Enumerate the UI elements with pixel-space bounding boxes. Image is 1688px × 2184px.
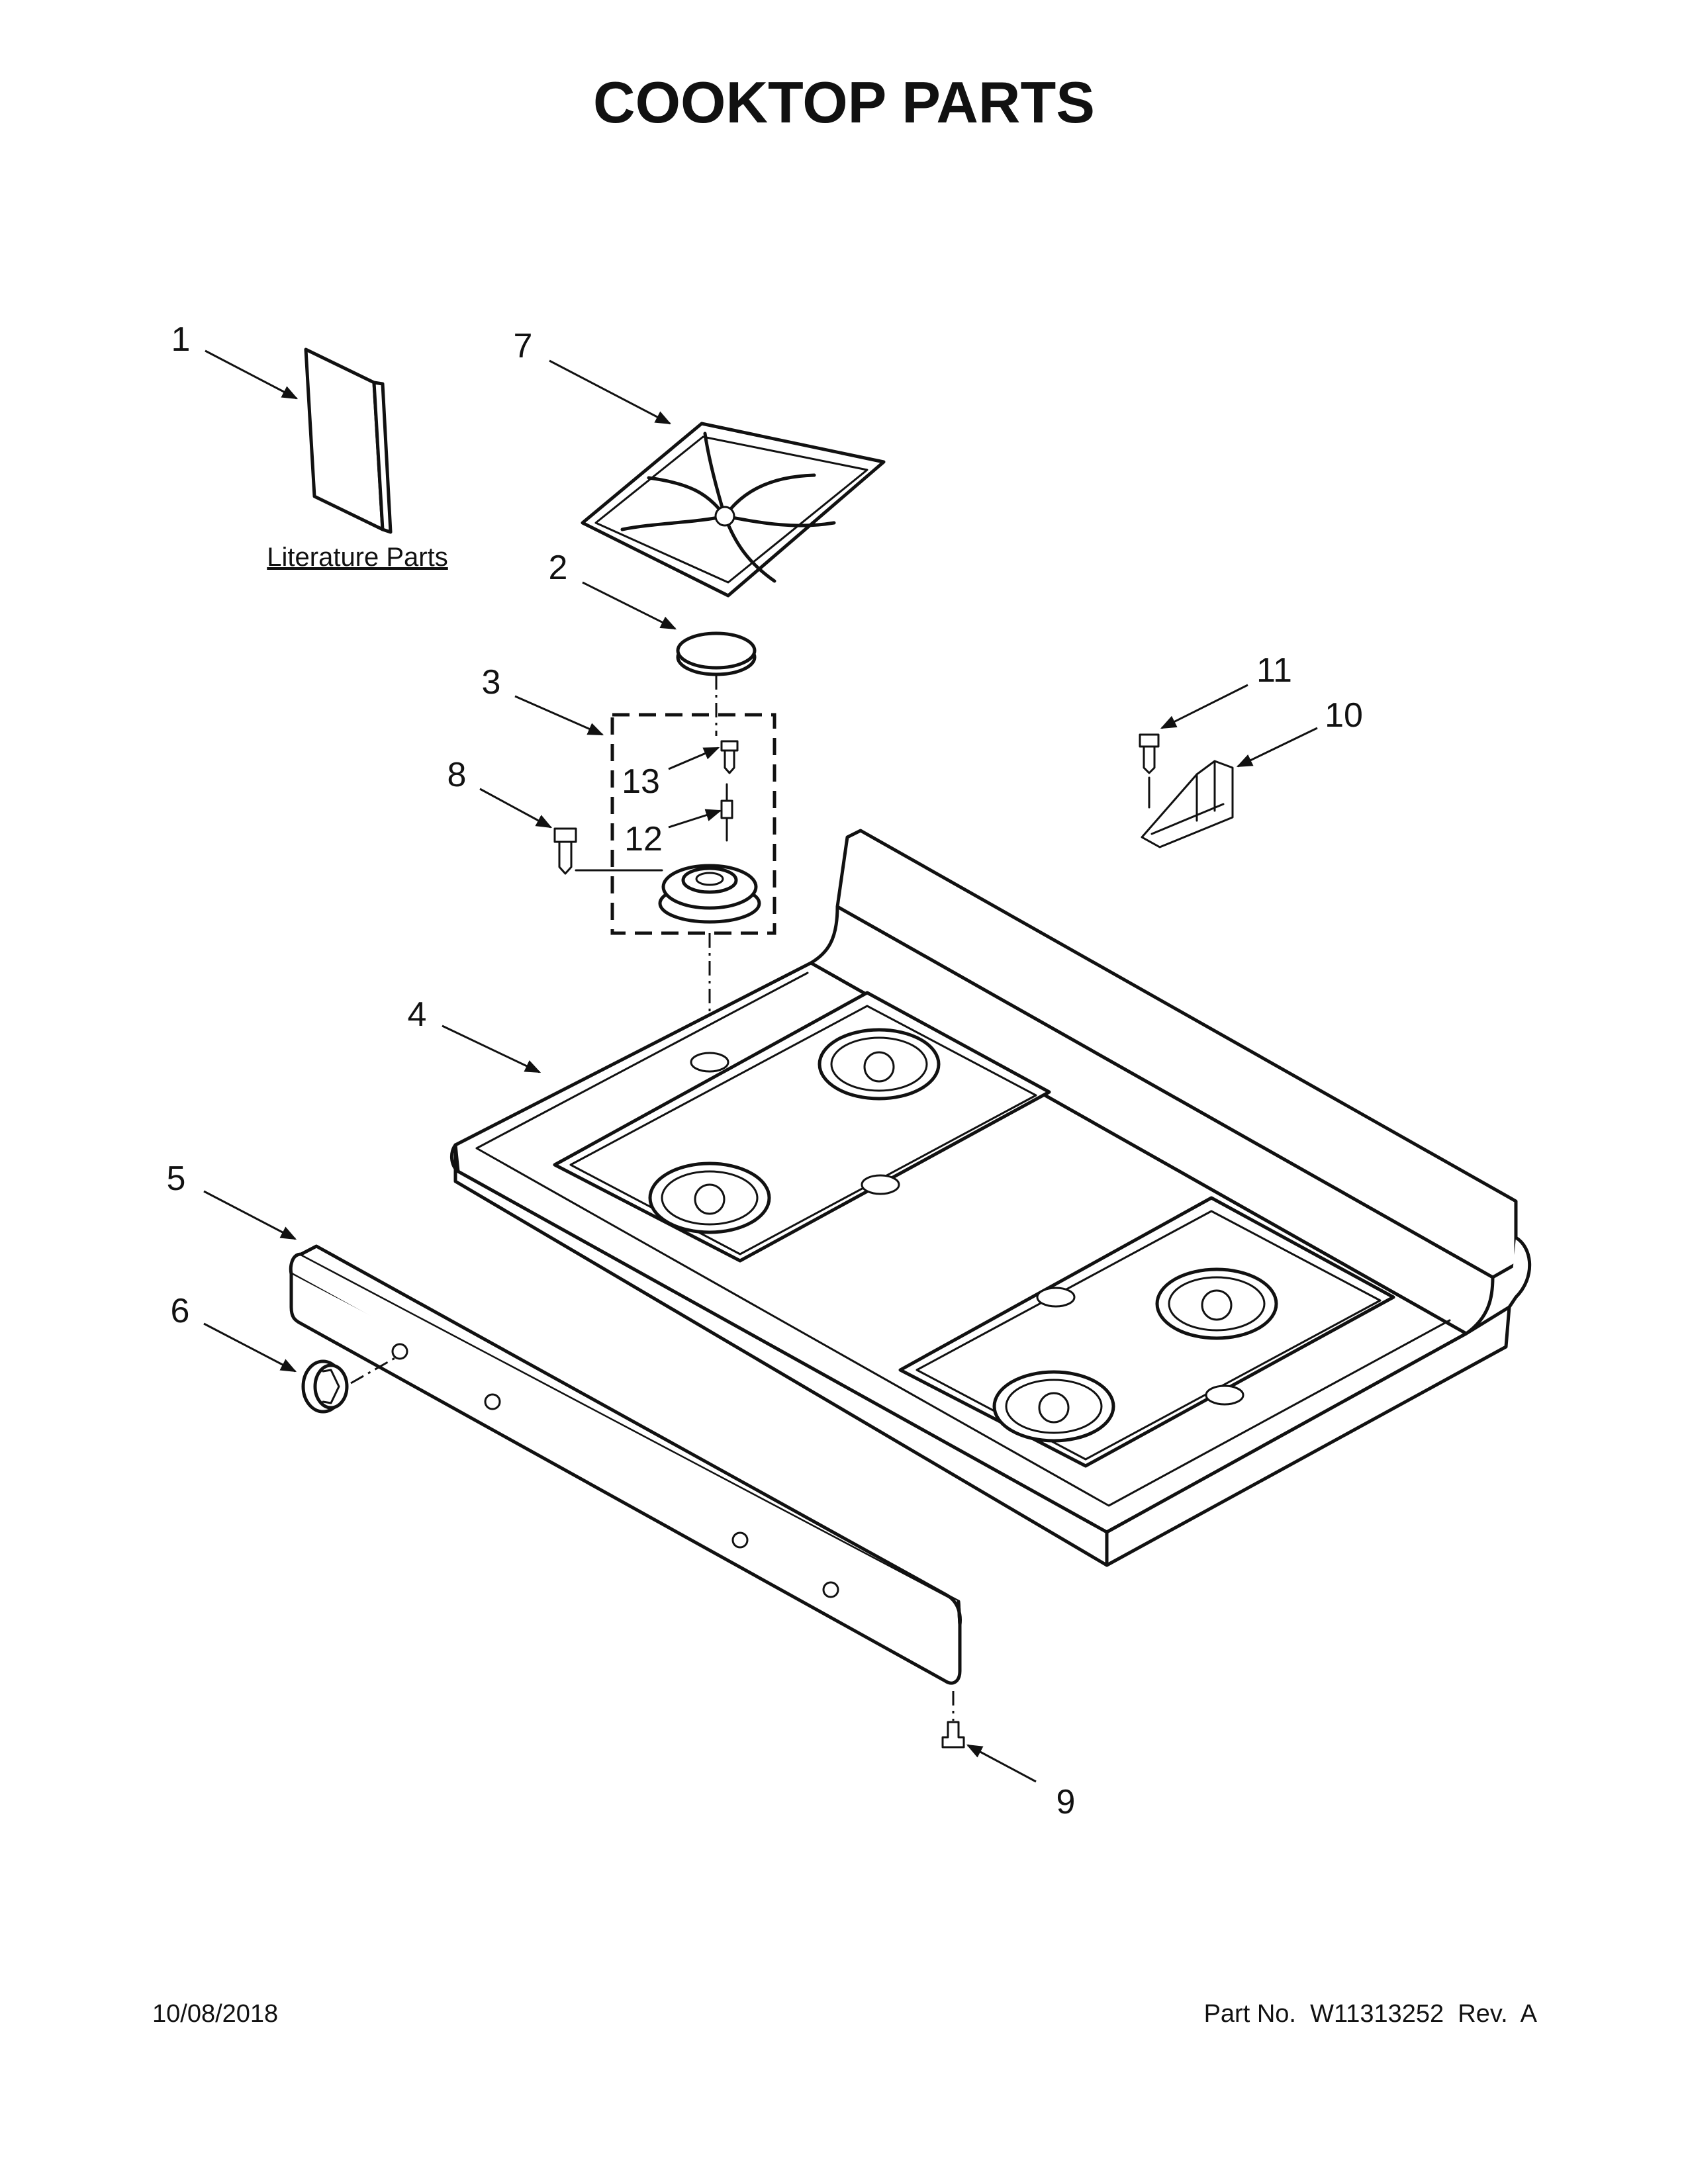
spark-electrode[interactable] [720, 783, 733, 842]
callout-6: 6 [171, 1292, 190, 1330]
callout-2: 2 [549, 549, 568, 587]
leader-arrows [203, 349, 1318, 1783]
literature-parts-booklet[interactable] [304, 347, 393, 534]
page-title: COOKTOP PARTS [593, 69, 1095, 135]
burner-cap[interactable] [676, 631, 757, 676]
footer-date: 10/08/2018 [152, 2000, 278, 2028]
burner-grate[interactable] [581, 422, 886, 598]
callout-9: 9 [1056, 1783, 1076, 1821]
callout-11: 11 [1256, 651, 1292, 690]
burner-screw[interactable] [720, 740, 739, 774]
control-knob[interactable] [301, 1355, 398, 1414]
callout-8: 8 [447, 756, 467, 794]
mounting-bracket[interactable] [1141, 760, 1234, 848]
callout-4: 4 [408, 995, 427, 1034]
literature-parts-label[interactable]: Literature Parts [267, 543, 447, 572]
callout-1: 1 [171, 320, 191, 359]
burner-assembly-box[interactable] [610, 675, 776, 935]
burner-base[interactable] [658, 864, 761, 924]
panel-screw[interactable] [941, 1691, 965, 1749]
callout-12: 12 [624, 820, 663, 858]
callout-7: 7 [514, 327, 533, 365]
callout-13: 13 [622, 762, 660, 801]
burner-mounting-screw[interactable] [553, 827, 663, 875]
footer-part-number: Part No. W11313252 Rev. A [1204, 2000, 1538, 2028]
callout-10: 10 [1325, 696, 1363, 735]
cooktop[interactable] [450, 829, 1532, 1567]
callout-3: 3 [482, 663, 501, 702]
bracket-screw[interactable] [1139, 733, 1160, 809]
callout-5: 5 [167, 1160, 186, 1198]
control-panel[interactable] [289, 1244, 962, 1685]
